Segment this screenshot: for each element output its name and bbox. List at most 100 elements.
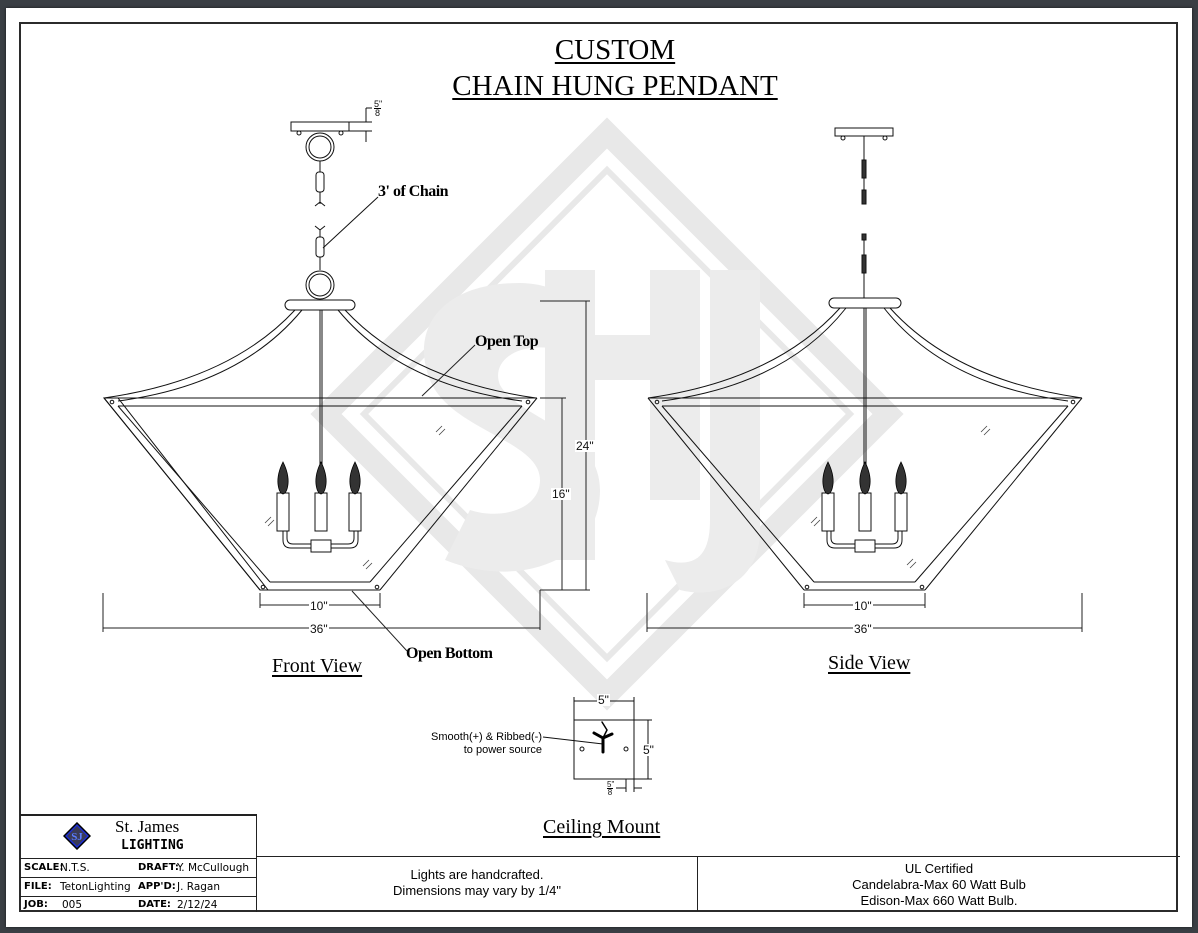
open-top-callout: Open Top [475, 333, 539, 350]
side-bulb [822, 461, 834, 495]
front-candle-sleeve [276, 492, 290, 532]
sheet-border [19, 22, 1178, 912]
front-glass-hatches [264, 425, 446, 570]
side-bottom-width-dim: 10" [853, 599, 873, 613]
wire-ribbed [601, 732, 614, 740]
chain-callout: 3' of Chain [378, 183, 449, 200]
side-right-arm [883, 307, 1069, 402]
watermark-letter-j [665, 270, 760, 593]
side-right-side-outer [924, 397, 1083, 591]
rivet [654, 399, 660, 405]
title-block: SJ St. James LIGHTING SCALE: N.T.S. DRAF… [20, 814, 257, 912]
notes-strip: Lights are handcrafted. Dimensions may v… [257, 856, 1180, 912]
wire-lead [601, 721, 608, 739]
watermark-inner-diamond [359, 165, 855, 663]
watermark-letter-h-left [545, 270, 595, 560]
side-left-arm [661, 307, 847, 402]
side-left-arm [647, 307, 841, 399]
mount-height-dim: 5" [642, 743, 655, 757]
overall-height-dim: 24" [575, 439, 595, 453]
front-bulb [349, 461, 361, 495]
draft-label: DRAFT: [138, 862, 179, 873]
front-left-arm [117, 309, 303, 402]
title-block-row-scale: SCALE: N.T.S. DRAFT: Y. McCullough [20, 859, 256, 878]
wire-note-line2: to power source [463, 744, 542, 756]
side-candle-hub [854, 539, 876, 553]
chain-break-mark [314, 225, 326, 231]
front-crown [284, 299, 356, 311]
ul-line2: Candelabra-Max 60 Watt Bulb [852, 877, 1026, 892]
front-bulb [315, 461, 327, 495]
mount-wires [592, 721, 614, 754]
front-top-ring-inner [308, 135, 332, 159]
wire-callout-leader [542, 736, 604, 745]
side-chain-link [861, 189, 867, 205]
front-bottom-ring-inner [308, 273, 332, 297]
front-bulbs [277, 461, 361, 495]
front-right-side-inner [369, 405, 523, 583]
ul-line1: UL Certified [904, 861, 974, 876]
front-canopy [290, 121, 350, 132]
rivet [109, 399, 115, 405]
dim-denominator: 8 [607, 788, 613, 797]
watermark-logo [310, 117, 904, 711]
draft-value: Y. McCullough [177, 862, 250, 874]
mount-depth-dim: 5" 8 [606, 780, 615, 797]
side-chain-link [861, 254, 867, 274]
dim-numerator: 5 [607, 780, 612, 789]
dim-unit: " [611, 780, 615, 789]
side-canopy [834, 127, 894, 137]
front-view-label: Front View [272, 655, 363, 677]
side-right-side-inner [914, 405, 1069, 583]
company-subtitle: LIGHTING [121, 838, 184, 853]
front-bottom-ring [305, 270, 335, 300]
side-overall-width-dim: 36" [853, 622, 873, 636]
scale-value: N.T.S. [60, 862, 90, 874]
front-candle-sleeve [314, 492, 328, 532]
wire-note: Smooth(+) & Ribbed(-) to power source [420, 731, 542, 757]
mount-screw-hole [579, 746, 585, 752]
side-left-side-inner [661, 405, 815, 583]
ul-note: UL Certified Candelabra-Max 60 Watt Bulb… [697, 857, 1180, 911]
side-right-arm [889, 307, 1083, 399]
front-view-drawing [102, 107, 538, 591]
rivet [525, 399, 531, 405]
logo-text: SJ [71, 831, 83, 843]
side-bulbs [822, 461, 907, 495]
chain-break-mark [314, 201, 326, 207]
front-bottom-width-dim: 10" [309, 599, 329, 613]
side-bulb [859, 461, 871, 495]
scale-label: SCALE: [24, 862, 64, 873]
rivet [260, 584, 266, 590]
side-candle-sleeve [858, 492, 872, 532]
side-canopy-screw [882, 135, 888, 141]
drawing-sheet [6, 8, 1192, 927]
body-height-dim: 16" [551, 487, 571, 501]
job-value: 005 [62, 899, 83, 911]
front-left-arm [103, 309, 296, 399]
front-candle-sleeve [348, 492, 362, 532]
side-left-side-outer [647, 397, 805, 591]
ceiling-mount-label: Ceiling Mount [543, 816, 661, 838]
approved-label: APP'D: [138, 881, 176, 892]
front-right-arm [337, 309, 523, 402]
front-left-side [102, 397, 270, 591]
file-label: FILE: [24, 881, 52, 892]
open-bottom-callout: Open Bottom [406, 645, 493, 662]
company-name: St. James [115, 817, 180, 836]
approved-value: J. Ragan [177, 881, 221, 893]
front-right-side-outer [379, 397, 538, 591]
mount-width-dim: 5" [597, 693, 610, 707]
side-bulb [895, 461, 907, 495]
handcrafted-note: Lights are handcrafted. Dimensions may v… [257, 857, 697, 911]
mount-plate [573, 719, 635, 780]
job-label: JOB: [24, 899, 48, 910]
side-candle-sleeve [894, 492, 908, 532]
chain-link [315, 236, 325, 258]
watermark-letters [424, 270, 760, 593]
title-block-row-file: FILE: TetonLighting APP'D: J. Ragan [20, 878, 256, 897]
ceiling-mount-drawing [542, 697, 652, 792]
watermark-diamond [310, 117, 904, 711]
document-title-line2: CHAIN HUNG PENDANT [452, 70, 778, 102]
rivet [804, 584, 810, 590]
